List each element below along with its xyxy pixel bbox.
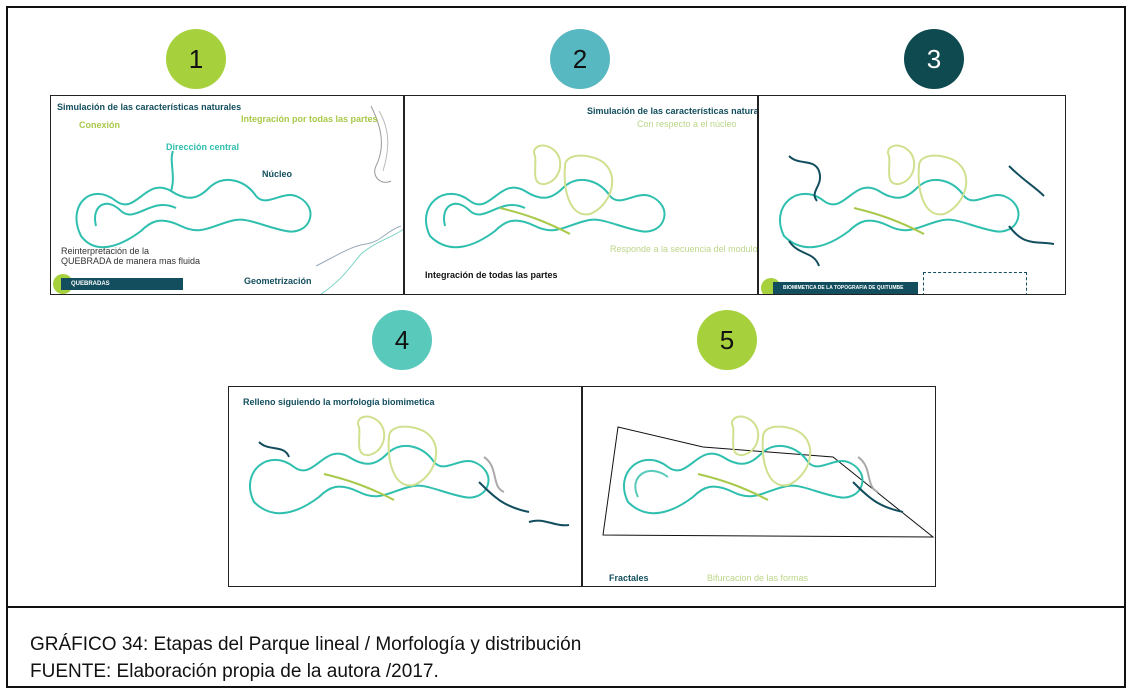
label-responde: Responde a la secuencia del modulo	[610, 244, 758, 254]
stage-1-drawing	[75, 105, 403, 294]
panel1-title: Simulación de las características natura…	[57, 102, 242, 112]
label-fractales: Fractales	[609, 573, 649, 583]
label-reinterpretacion: Reinterpretación de la QUEBRADA de maner…	[61, 246, 201, 266]
label-integracion: Integración por todas las partes	[241, 114, 378, 124]
label-geometrizacion: Geometrización	[244, 276, 312, 286]
panel-stage-5: Fractales Bifurcacion de las formas	[582, 386, 936, 587]
caption-separator	[6, 606, 1126, 608]
label-conexion: Conexión	[79, 120, 121, 130]
step-2-badge: 2	[550, 29, 610, 89]
stage-1-bar: QUEBRADAS	[61, 278, 183, 290]
step-5-badge: 5	[697, 310, 757, 370]
stage-4-drawing	[248, 415, 570, 527]
stage-3-bar: BIOMIMETICA DE LA TOPOGRAFIA DE QUITUMBE	[773, 282, 918, 294]
panel-stage-3: BIOMIMETICA DE LA TOPOGRAFIA DE QUITUMBE	[758, 95, 1066, 295]
stage-2-drawing	[424, 144, 666, 249]
caption-source: FUENTE: Elaboración propia de la autora …	[30, 661, 439, 682]
panel-stage-1: Simulación de las características natura…	[50, 95, 404, 295]
label-integracion-partes: Integración de todas las partes	[425, 270, 558, 280]
stage-3-drawing	[778, 144, 1055, 267]
stage-3-inset	[923, 272, 1027, 294]
label-direccion: Dirección central	[166, 142, 240, 152]
panel2-title: Simulación de las características natura…	[587, 106, 758, 116]
figure-frame	[6, 6, 1126, 688]
panel4-title: Relleno siguiendo la morfología biomimet…	[243, 397, 435, 407]
step-4-badge: 4	[372, 310, 432, 370]
caption-title: GRÁFICO 34: Etapas del Parque lineal / M…	[30, 634, 582, 655]
label-nucleo: Núcleo	[262, 169, 293, 179]
panel2-subtitle: Con respecto a el núcleo	[637, 119, 737, 129]
step-1-badge: 1	[166, 29, 226, 89]
panel-stage-4: Relleno siguiendo la morfología biomimet…	[228, 386, 582, 587]
panel-stage-2: Simulación de las características natura…	[404, 95, 758, 295]
stage-5-drawing	[602, 415, 935, 538]
step-3-badge: 3	[904, 29, 964, 89]
label-bifurcacion: Bifurcacion de las formas	[707, 573, 809, 583]
